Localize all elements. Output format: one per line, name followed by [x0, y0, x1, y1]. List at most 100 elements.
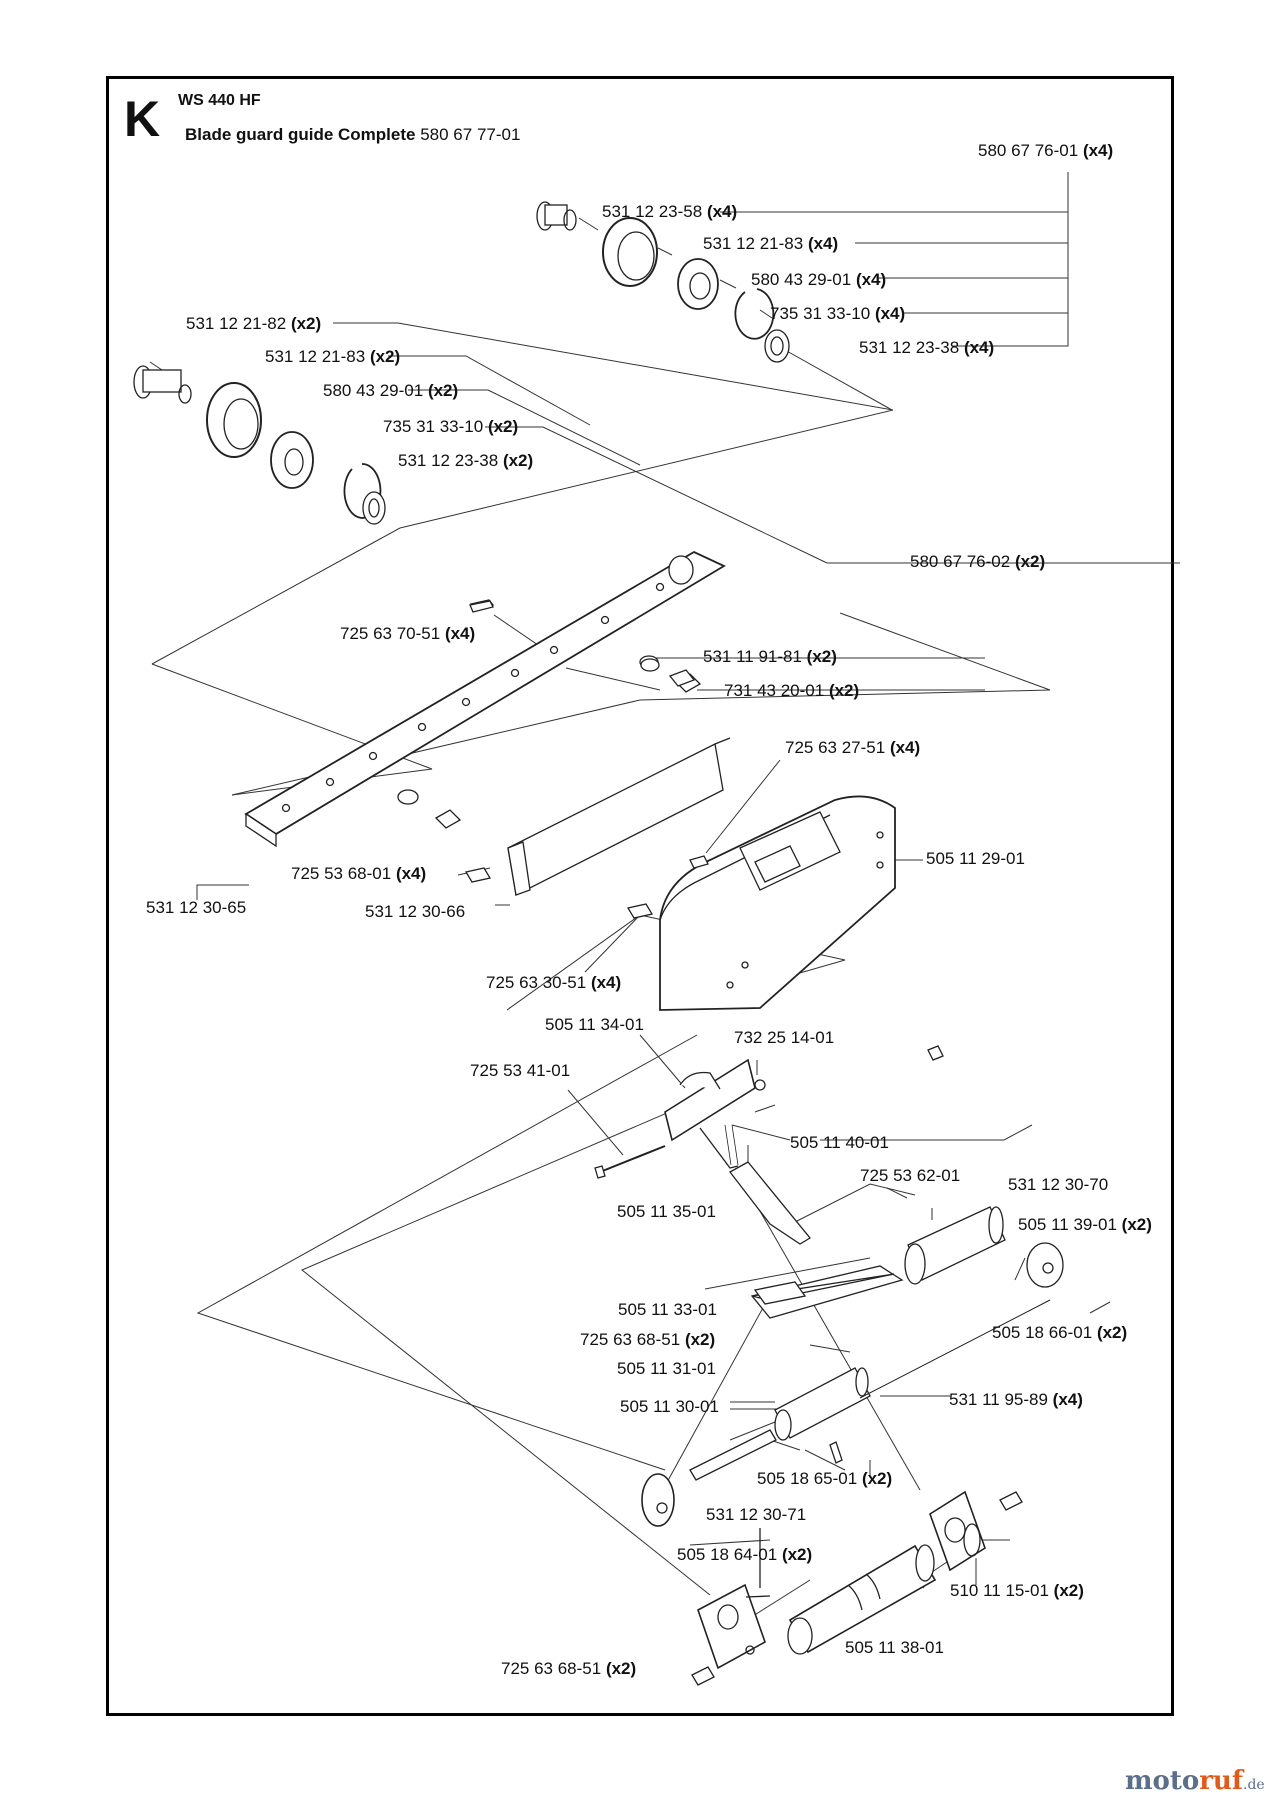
part-label-731-43-20-01: 731 43 20-01 (x2)	[724, 681, 859, 701]
part-quantity: (x4)	[874, 304, 906, 323]
part-number: 735 31 33-10	[383, 417, 484, 436]
part-quantity: (x2)	[369, 347, 401, 366]
part-label-725-63-27-51: 725 63 27-51 (x4)	[785, 738, 920, 758]
part-number: 580 43 29-01	[323, 381, 424, 400]
part-quantity: (x4)	[963, 338, 995, 357]
part-number: 731 43 20-01	[724, 681, 825, 700]
part-label-725-63-68-51-bottom: 725 63 68-51 (x2)	[501, 1659, 636, 1679]
part-number: 531 12 21-83	[265, 347, 366, 366]
bottom-roller-assembly	[691, 1490, 1023, 1686]
part-quantity: (x4)	[1052, 1390, 1083, 1409]
part-number: 510 11 15-01	[950, 1581, 1049, 1600]
part-label-531-12-21-82: 531 12 21-82 (x2)	[186, 314, 321, 334]
part-number: 725 63 68-51	[580, 1330, 681, 1349]
left-bearing-group	[133, 365, 386, 525]
part-quantity: (x2)	[806, 647, 837, 666]
part-quantity: (x4)	[706, 202, 738, 221]
part-label-580-43-29-01-x2: 580 43 29-01 (x2)	[323, 381, 458, 401]
shaft-and-sleeve	[641, 1299, 1051, 1583]
watermark-logo[interactable]: motoruf.de	[1125, 1766, 1265, 1796]
part-label-531-12-23-58: 531 12 23-58 (x4)	[602, 202, 737, 222]
part-quantity: (x2)	[1014, 552, 1046, 571]
part-label-531-12-23-38-x4: 531 12 23-38 (x4)	[859, 338, 994, 358]
part-number: 531 12 30-66	[365, 902, 466, 921]
part-label-531-11-95-89: 531 11 95-89 (x4)	[949, 1390, 1083, 1410]
tensioner-assembly	[594, 1058, 811, 1245]
part-label-505-11-31-01: 505 11 31-01	[617, 1359, 716, 1379]
part-quantity: (x4)	[590, 973, 622, 992]
brand-main: moto	[1125, 1766, 1200, 1796]
part-number: 531 12 23-38	[398, 451, 499, 470]
part-quantity: (x2)	[861, 1469, 893, 1488]
part-quantity: (x4)	[444, 624, 476, 643]
part-label-531-12-30-65: 531 12 30-65	[146, 898, 246, 918]
part-number: 505 18 65-01	[757, 1469, 858, 1488]
part-number: 732 25 14-01	[734, 1028, 835, 1047]
model-name: WS 440 HF	[178, 92, 261, 109]
part-number: 531 12 23-58	[602, 202, 703, 221]
part-label-725-63-68-51-mid: 725 63 68-51 (x2)	[580, 1330, 715, 1350]
brand-tld: .de	[1243, 1777, 1265, 1793]
part-label-531-12-30-70: 531 12 30-70	[1008, 1175, 1108, 1195]
part-number: 735 31 33-10	[770, 304, 871, 323]
part-number: 505 11 35-01	[617, 1202, 716, 1221]
part-number: 725 53 41-01	[470, 1061, 571, 1080]
cylinder-and-blade	[750, 1045, 1064, 1319]
part-label-725-53-68-01: 725 53 68-01 (x4)	[291, 864, 426, 884]
part-number: 580 43 29-01	[751, 270, 852, 289]
part-number: 531 11 95-89	[949, 1390, 1048, 1409]
part-label-505-11-39-01: 505 11 39-01 (x2)	[1018, 1215, 1152, 1235]
part-label-505-11-35-01: 505 11 35-01	[617, 1202, 716, 1222]
part-label-725-53-41-01: 725 53 41-01	[470, 1061, 570, 1081]
part-number: 531 12 21-83	[703, 234, 804, 253]
part-label-505-11-38-01: 505 11 38-01	[845, 1638, 944, 1658]
part-quantity: (x2)	[1121, 1215, 1152, 1234]
part-number: 531 12 30-71	[706, 1505, 807, 1524]
part-quantity: (x2)	[684, 1330, 716, 1349]
part-quantity: (x2)	[1053, 1581, 1084, 1600]
part-number: 725 63 70-51	[340, 624, 441, 643]
part-label-732-25-14-01: 732 25 14-01	[734, 1028, 834, 1048]
part-number: 531 12 23-38	[859, 338, 960, 357]
section-letter: K	[124, 91, 161, 147]
brand-accent: ruf	[1199, 1766, 1244, 1796]
part-quantity: (x2)	[605, 1659, 637, 1678]
assembly-number: 580 67 77-01	[420, 125, 521, 144]
diagram-frame	[106, 76, 1174, 1716]
part-label-531-12-30-66: 531 12 30-66	[365, 902, 465, 922]
part-quantity: (x4)	[855, 270, 887, 289]
part-number: 505 11 31-01	[617, 1359, 716, 1378]
assembly-title: Blade guard guide Complete 580 67 77-01	[185, 125, 520, 145]
part-number: 505 11 38-01	[845, 1638, 944, 1657]
part-label-725-53-62-01: 725 53 62-01	[860, 1166, 960, 1186]
part-label-505-18-66-01: 505 18 66-01 (x2)	[992, 1323, 1127, 1343]
part-quantity: (x4)	[889, 738, 921, 757]
part-label-505-18-65-01: 505 18 65-01 (x2)	[757, 1469, 892, 1489]
part-quantity: (x2)	[828, 681, 860, 700]
part-quantity: (x2)	[427, 381, 459, 400]
assembly-name: Blade guard guide Complete	[185, 125, 416, 144]
angle-bracket	[507, 737, 731, 896]
part-number: 505 11 34-01	[545, 1015, 644, 1034]
part-label-580-67-76-02: 580 67 76-02 (x2)	[910, 552, 1045, 572]
part-quantity: (x4)	[395, 864, 427, 883]
part-label-725-63-30-51: 725 63 30-51 (x4)	[486, 973, 621, 993]
part-label-505-11-30-01: 505 11 30-01	[620, 1397, 719, 1417]
part-label-505-11-33-01: 505 11 33-01	[618, 1300, 717, 1320]
part-number: 505 18 66-01	[992, 1323, 1093, 1342]
part-number: 725 63 30-51	[486, 973, 587, 992]
part-label-735-31-33-10-x4: 735 31 33-10 (x4)	[770, 304, 905, 324]
part-number: 505 11 39-01	[1018, 1215, 1117, 1234]
part-quantity: (x2)	[502, 451, 534, 470]
part-number: 505 11 33-01	[618, 1300, 717, 1319]
part-label-505-11-34-01: 505 11 34-01	[545, 1015, 644, 1035]
part-number: 725 53 62-01	[860, 1166, 961, 1185]
part-label-580-43-29-01-x4: 580 43 29-01 (x4)	[751, 270, 886, 290]
part-number: 531 11 91-81	[703, 647, 802, 666]
part-number: 531 12 30-65	[146, 898, 247, 917]
part-number: 531 12 21-82	[186, 314, 287, 333]
part-label-510-11-15-01: 510 11 15-01 (x2)	[950, 1581, 1084, 1601]
part-number: 580 67 76-01	[978, 141, 1079, 160]
small-screws	[464, 600, 709, 919]
